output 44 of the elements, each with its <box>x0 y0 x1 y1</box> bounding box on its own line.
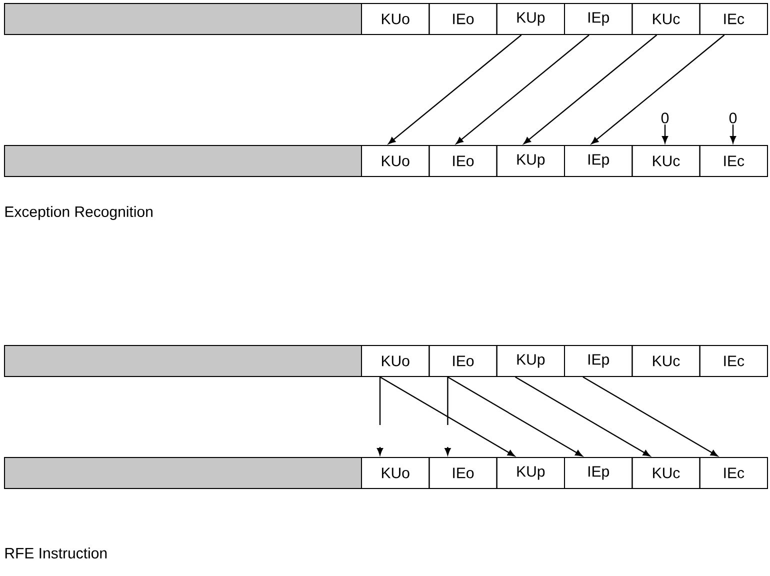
register-cell: IEo <box>428 457 498 489</box>
arrow <box>662 124 668 144</box>
caption: Exception Recognition <box>5 206 152 220</box>
register-cell: KUo <box>361 345 430 377</box>
register-cell: IEc <box>699 3 768 35</box>
shaded-box <box>4 3 362 35</box>
register-cell: IEc <box>699 145 768 177</box>
register-cell: KUc <box>632 3 700 35</box>
register-cell: IEp <box>564 3 633 35</box>
register-cell: KUc <box>632 457 700 489</box>
register-cell: KUo <box>361 457 430 489</box>
arrow <box>444 377 451 456</box>
arrow <box>447 376 583 456</box>
shaded-box <box>4 145 362 177</box>
register-cell: KUo <box>361 145 430 177</box>
shaded-box <box>4 345 362 377</box>
register-cell: KUc <box>632 345 700 377</box>
caption: RFE Instruction <box>5 548 107 558</box>
register-cell: IEp <box>564 345 633 377</box>
arrow <box>515 376 650 456</box>
input-value: 0 <box>661 112 669 124</box>
arrow <box>456 34 590 144</box>
register-cell: IEp <box>564 145 633 177</box>
register-cell: IEc <box>699 457 768 489</box>
arrow <box>582 376 718 456</box>
arrow <box>591 34 725 144</box>
arrow <box>388 34 522 144</box>
arrow <box>380 376 515 456</box>
arrow <box>730 124 736 144</box>
register-cell: IEp <box>564 457 633 489</box>
arrow <box>376 377 384 456</box>
arrow <box>524 34 658 144</box>
register-cell: KUp <box>496 457 565 489</box>
register-cell: KUp <box>496 145 565 177</box>
register-cell: IEo <box>428 145 498 177</box>
register-cell: IEo <box>428 3 498 35</box>
register-cell: IEo <box>428 345 498 377</box>
register-cell: IEc <box>699 345 768 377</box>
shaded-box <box>4 457 362 489</box>
input-value: 0 <box>729 112 737 124</box>
register-cell: KUp <box>496 3 565 35</box>
register-cell: KUp <box>496 345 565 377</box>
register-cell: KUo <box>361 3 430 35</box>
register-cell: KUc <box>632 145 700 177</box>
